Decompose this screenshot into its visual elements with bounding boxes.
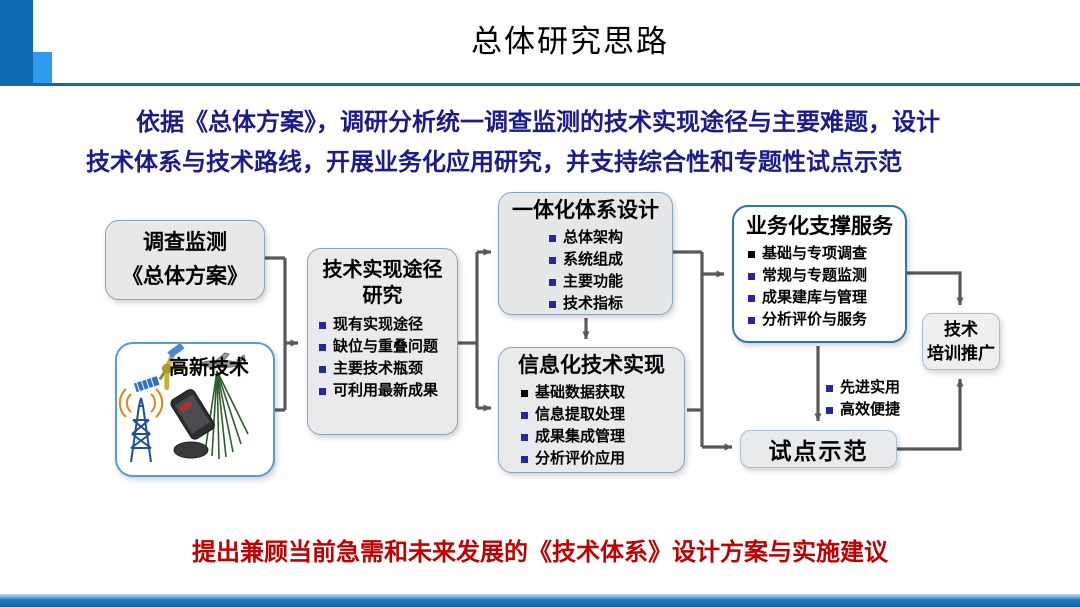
bullet-item: 高效便捷 bbox=[826, 399, 900, 421]
receiver-icon bbox=[173, 441, 209, 459]
box-high-tech: 高新技术 bbox=[115, 342, 275, 477]
survey-plan-line2: 《总体方案》 bbox=[122, 265, 248, 289]
box-survey-plan: 调查监测 《总体方案》 bbox=[105, 220, 265, 300]
operational-bullets: 基础与专项调查 常规与专题监测 成果建库与管理 分析评价与服务 bbox=[748, 243, 905, 331]
bullet-item: 主要技术瓶颈 bbox=[319, 358, 457, 380]
conclusion-text: 提出兼顾当前急需和未来发展的《技术体系》设计方案与实施建议 bbox=[192, 539, 888, 566]
satellite-icon bbox=[133, 342, 186, 393]
bullet-item: 系统组成 bbox=[549, 249, 672, 271]
connector-mid-bracket bbox=[458, 252, 479, 408]
informatization-bullets: 基础数据获取 信息提取处理 成果集成管理 分析评价应用 bbox=[521, 382, 684, 470]
high-tech-illustration bbox=[118, 342, 249, 463]
box-pilot-demo: 试点示范 bbox=[740, 430, 897, 468]
bullet-item: 先进实用 bbox=[826, 377, 900, 399]
training-line1: 技术 bbox=[944, 319, 978, 339]
bullet-item: 常规与专题监测 bbox=[748, 265, 905, 287]
radio-tower-icon bbox=[118, 388, 164, 463]
pathway-bullets: 现有实现途径 缺位与重叠问题 主要技术瓶颈 可利用最新成果 bbox=[319, 314, 457, 402]
bullet-item: 技术指标 bbox=[549, 293, 672, 315]
bullet-item: 可利用最新成果 bbox=[319, 380, 457, 402]
bullet-item: 成果集成管理 bbox=[521, 426, 684, 448]
pathway-title-line1: 技术实现途径 bbox=[322, 259, 443, 281]
bottom-bar bbox=[0, 594, 1080, 607]
intro-line-1: 依据《总体方案》，调研分析统一调查监测的技术实现途径与主要难题，设计 bbox=[136, 109, 940, 136]
bullet-item: 基础与专项调查 bbox=[748, 243, 905, 265]
operational-title: 业务化支撑服务 bbox=[746, 215, 893, 238]
smartphone-icon bbox=[170, 389, 215, 440]
integrated-title: 一体化体系设计 bbox=[512, 199, 659, 222]
bullet-item: 信息提取处理 bbox=[521, 404, 684, 426]
box-operational-services: 业务化支撑服务 基础与专项调查 常规与专题监测 成果建库与管理 分析评价与服务 bbox=[732, 205, 907, 343]
pathway-title-line2: 研究 bbox=[362, 285, 403, 307]
intro-line-2: 技术体系与技术路线，开展业务化应用研究，并支持综合性和专题性试点示范 bbox=[86, 149, 902, 176]
integrated-bullets: 总体架构 系统组成 主要功能 技术指标 bbox=[549, 227, 672, 315]
box-pathway: 技术实现途径 研究 现有实现途径 缺位与重叠问题 主要技术瓶颈 可利用最新成果 bbox=[307, 248, 458, 435]
bullet-item: 成果建库与管理 bbox=[748, 287, 905, 309]
high-tech-title: 高新技术 bbox=[169, 357, 249, 379]
header-accent-dark bbox=[0, 0, 33, 85]
bullet-item: 总体架构 bbox=[549, 227, 672, 249]
box-informatization: 信息化技术实现 基础数据获取 信息提取处理 成果集成管理 分析评价应用 bbox=[498, 347, 685, 473]
aircraft-lidar-icon bbox=[199, 352, 249, 460]
bullet-item: 基础数据获取 bbox=[521, 382, 684, 404]
survey-plan-line1: 调查监测 bbox=[143, 230, 227, 254]
intro-paragraph: 依据《总体方案》，调研分析统一调查监测的技术实现途径与主要难题，设计 技术体系与… bbox=[86, 103, 996, 183]
box-training-promotion: 技术 培训推广 bbox=[922, 313, 1000, 370]
connector-operational-training bbox=[907, 271, 964, 306]
bullet-item: 现有实现途径 bbox=[319, 314, 457, 336]
bullet-item: 分析评价与服务 bbox=[748, 309, 905, 331]
pilot-notes: 先进实用 高效便捷 bbox=[826, 377, 900, 421]
informatization-title: 信息化技术实现 bbox=[518, 354, 665, 377]
connector-pilot-training bbox=[897, 378, 964, 451]
box-integrated-design: 一体化体系设计 总体架构 系统组成 主要功能 技术指标 bbox=[498, 192, 673, 315]
header-rule bbox=[0, 83, 1080, 86]
page-title: 总体研究思路 bbox=[471, 24, 669, 59]
training-line2: 培训推广 bbox=[927, 343, 995, 363]
bullet-item: 缺位与重叠问题 bbox=[319, 336, 457, 358]
header-accent-light bbox=[33, 52, 52, 83]
bullet-item: 主要功能 bbox=[549, 271, 672, 293]
bullet-item: 分析评价应用 bbox=[521, 448, 684, 470]
